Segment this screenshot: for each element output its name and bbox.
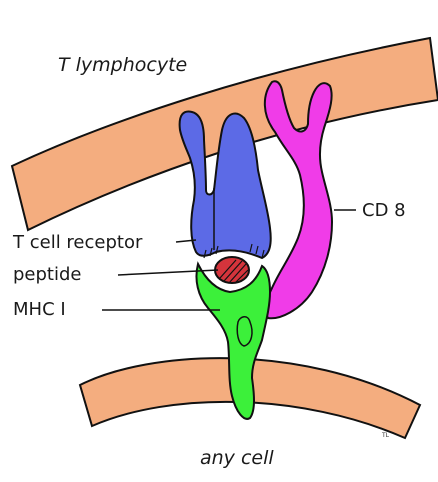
t-cell-receptor-label: T cell receptor <box>13 232 142 253</box>
author-signature: TL <box>382 432 389 439</box>
peptide-label: peptide <box>13 264 81 285</box>
mhc1-label: MHC I <box>13 299 66 320</box>
any-cell-label: any cell <box>200 447 274 469</box>
cd8-label: CD 8 <box>362 200 406 221</box>
t-lymphocyte-label: T lymphocyte <box>58 54 187 76</box>
